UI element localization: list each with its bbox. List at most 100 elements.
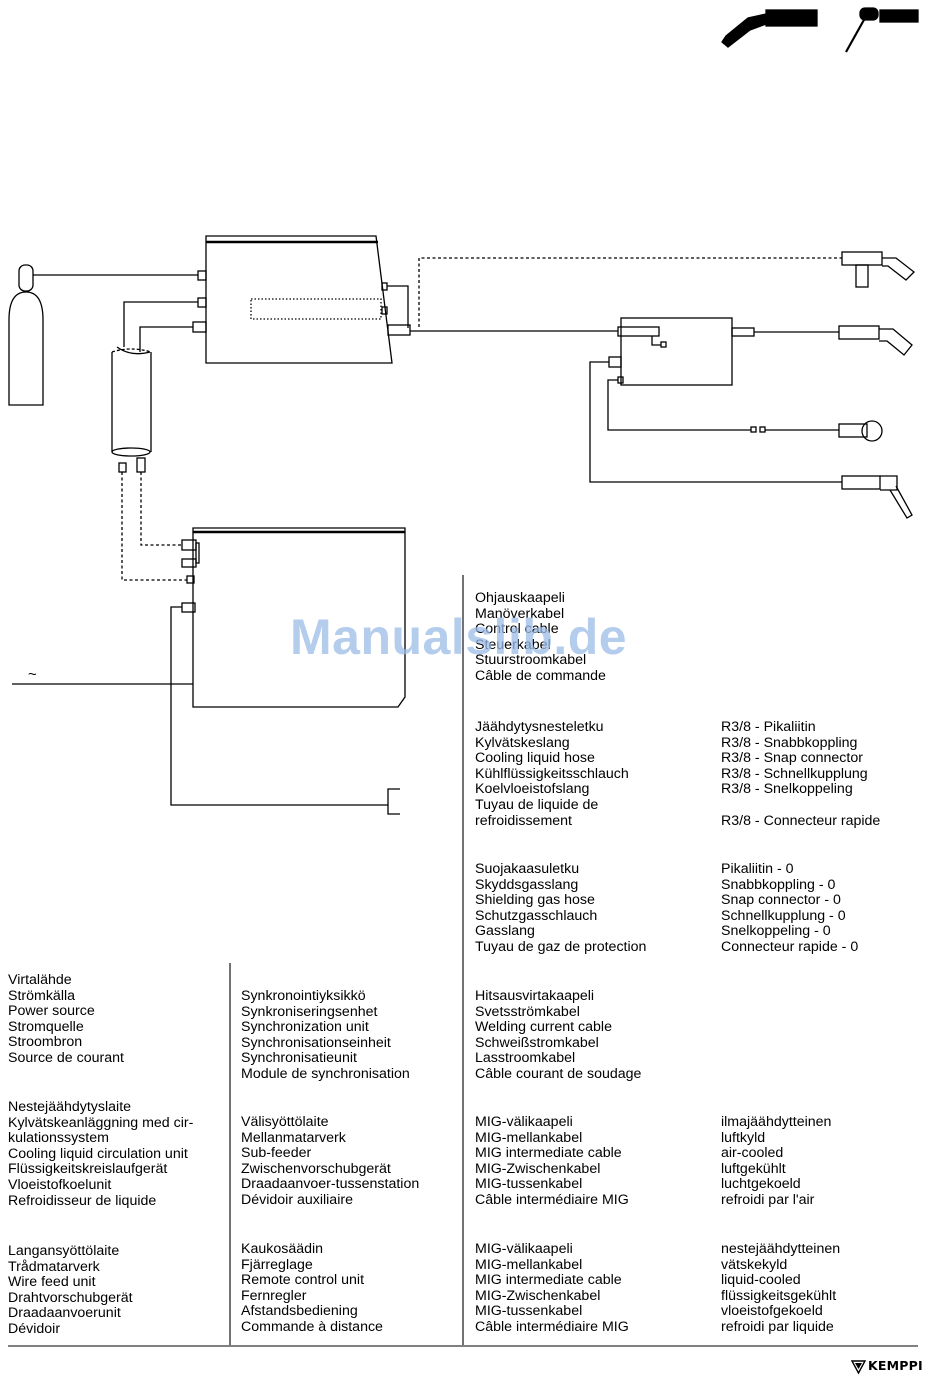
legend-line: vloeistofgekoeld [721,1303,823,1320]
legend-line: Cooling liquid circulation unit [8,1145,188,1162]
legend-line: Stroombron [8,1034,83,1051]
legend-line: Manöverkabel [475,605,565,622]
legend-line: Remote control unit [241,1272,365,1289]
air-cooled-torch-icon [845,7,919,53]
legend-line: refroidi par liquide [721,1318,834,1335]
line-to-remote [607,379,751,431]
cooling-unit [111,346,152,473]
legend-line: air-cooled [721,1145,784,1162]
line-to-lower-torch [589,361,842,483]
legend-line: Jäähdytysnesteletku [475,719,604,735]
legend-line: MIG-Zwischenkabel [475,1160,601,1177]
legend-line: R3/8 - Connecteur rapide [721,812,881,829]
legend-line: Drahtvorschubgerät [8,1289,133,1306]
legend-line: Sub-feeder [241,1145,312,1162]
legend-line: Commande à distance [241,1318,383,1335]
legend-line: Gasslang [475,923,535,940]
legend-line: Kylvätskeslang [475,734,570,751]
legend-line: Hitsausvirtakaapeli [475,988,595,1004]
legend-line: Trådmatarverk [8,1258,100,1275]
ground-clamp [387,788,400,815]
legend-line: Strömkälla [8,987,76,1004]
dashed-cooling-2 [140,472,182,546]
legend-line: R3/8 - Snelkoppeling [721,781,853,798]
legend-line: Lasstroomkabel [475,1050,576,1067]
legend-line: Tuyau de liquide de [475,796,599,813]
kemppi-logo-icon [851,1360,867,1375]
legend-line: MIG-tussenkabel [475,1303,583,1320]
legend-line: Kaukosäädin [241,1241,324,1257]
cooling-hose-out [123,301,198,347]
watermark: Manualslib.de [290,609,628,665]
legend-line: Langansyöttölaite [8,1243,120,1259]
legend-line: Snap connector - 0 [721,892,841,909]
legend-line: Kylvätskeanläggning med cir- [8,1114,194,1131]
legend-line: Synkronointiyksikkö [241,988,366,1004]
legend-line: Schweißstromkabel [475,1034,599,1051]
legend-line: Skyddsgasslang [475,876,579,893]
legend-line: refroidissement [475,812,572,829]
top-torch [841,251,915,288]
power-source-box [192,235,411,364]
legend-line: Draadaanvoer-tussenstation [241,1176,420,1193]
legend-line: Câble de commande [475,667,606,684]
legend-line [721,798,880,814]
legend-line: kulationssystem [8,1130,109,1147]
legend-line: Wire feed unit [8,1274,96,1291]
legend-line: Synchronisatieunit [241,1050,357,1067]
wire-feed-box [181,527,406,708]
legend-line: Ohjauskaapeli [475,590,565,606]
legend-line: MIG-välikaapeli [475,1114,573,1130]
legend-line: luchtgekoeld [721,1176,801,1193]
legend-line: Câble courant de soudage [475,1065,642,1082]
legend-line: Module de synchronisation [241,1065,410,1082]
legend-line: Mellanmatarverk [241,1129,346,1146]
legend-line: Connecteur rapide - 0 [721,938,859,955]
cooling-hose-in [139,326,193,352]
legend-line: Dévidoir auxiliaire [241,1191,353,1208]
dashed-control [418,257,842,327]
remote-control [838,420,883,442]
legend-line: Zwischenvorschubgerät [241,1160,391,1177]
liquid-cooled-torch-icon [721,9,818,48]
brand-logo-text: KEMPPI [868,1358,923,1373]
legend-line: MIG-välikaapeli [475,1241,573,1257]
legend-line: R3/8 - Snabbkoppling [721,734,858,751]
legend-line: MIG-mellankabel [475,1256,583,1273]
legend-line: Fernregler [241,1287,307,1304]
legend-line: Afstandsbediening [241,1303,358,1320]
gas-cylinder [8,264,44,406]
legend-line: Source de courant [8,1049,124,1066]
legend-line: vätskekyld [721,1256,788,1273]
legend-line: Snabbkoppling - 0 [721,876,836,893]
legend-line: Suojakaasuletku [475,861,580,877]
return-cable [170,606,388,806]
legend-line: Synchronization unit [241,1019,369,1036]
legend-line: Draadaanvoerunit [8,1305,121,1322]
legend-line: Refroidisseur de liquide [8,1192,157,1209]
legend-line: Shielding gas hose [475,892,595,909]
legend-line: Stuurstroomkabel [475,652,587,669]
legend-line: luftgekühlt [721,1160,786,1177]
legend-line: MIG-tussenkabel [475,1176,583,1193]
legend-line: nestejäähdytteinen [721,1241,841,1257]
legend-line: Schnellkupplung - 0 [721,907,846,924]
legend-line: MIG intermediate cable [475,1145,622,1162]
legend-line: MIG intermediate cable [475,1272,622,1289]
legend-line: Stromquelle [8,1018,84,1035]
sub-feeder-box [608,317,755,386]
legend-line: luftkyld [721,1129,766,1146]
legend-line: R3/8 - Pikaliitin [721,719,816,735]
legend-line: Svetsströmkabel [475,1003,580,1020]
legend-line: Cooling liquid hose [475,750,595,767]
